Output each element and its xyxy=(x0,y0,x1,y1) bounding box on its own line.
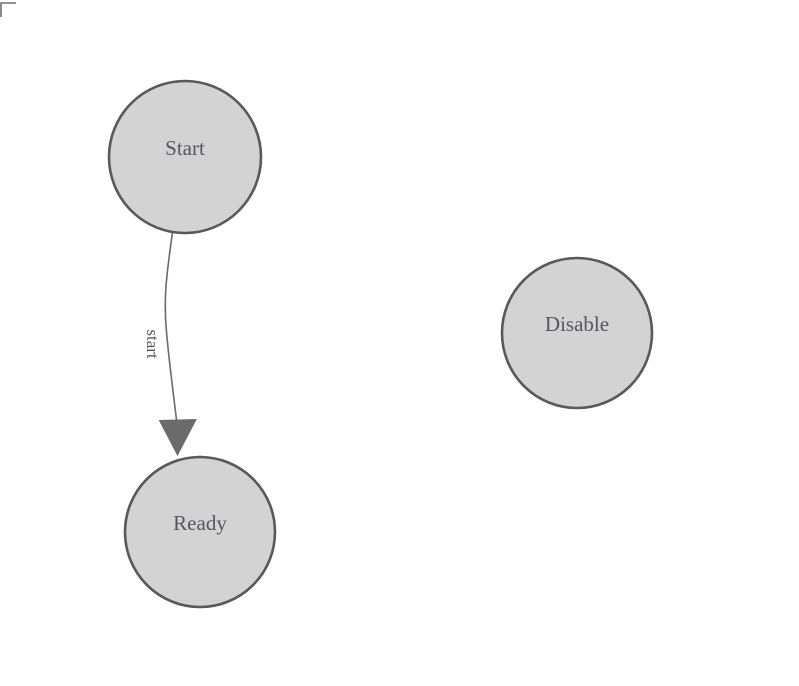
top-left-corner-mark xyxy=(0,2,16,17)
edge-start-to-ready[interactable]: start xyxy=(143,232,197,457)
node-start-circle[interactable] xyxy=(107,79,263,235)
node-disable-circle[interactable] xyxy=(500,256,654,410)
arrowhead-icon xyxy=(158,418,197,457)
node-disable[interactable]: Disable xyxy=(500,256,654,410)
node-ready[interactable]: Ready xyxy=(123,455,277,609)
edge-label-start: start xyxy=(143,329,162,359)
node-ready-circle[interactable] xyxy=(123,455,277,609)
node-start[interactable]: Start xyxy=(107,79,263,235)
edge-line xyxy=(164,232,178,425)
